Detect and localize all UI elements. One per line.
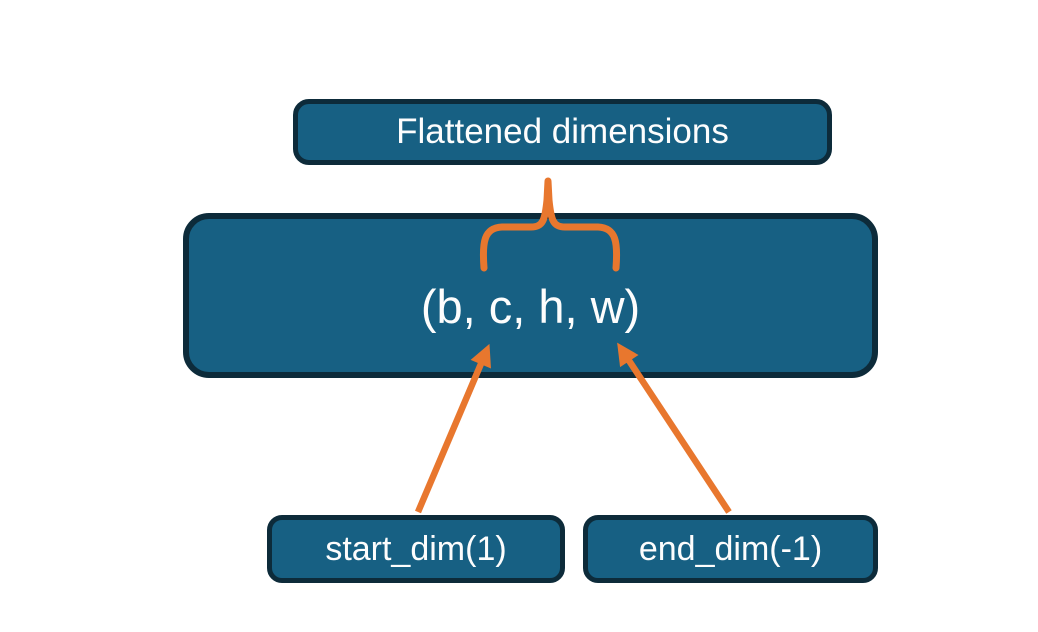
start-dim-box: start_dim(1) — [267, 515, 565, 583]
flattened-dimensions-label: Flattened dimensions — [396, 112, 729, 151]
end-dim-box: end_dim(-1) — [583, 515, 878, 583]
tensor-shape-box: (b, c, h, w) — [183, 213, 878, 378]
tensor-shape-label: (b, c, h, w) — [420, 280, 641, 333]
start-dim-label: start_dim(1) — [325, 529, 507, 568]
flattened-dimensions-box: Flattened dimensions — [293, 99, 832, 165]
end-dim-label: end_dim(-1) — [638, 529, 823, 568]
